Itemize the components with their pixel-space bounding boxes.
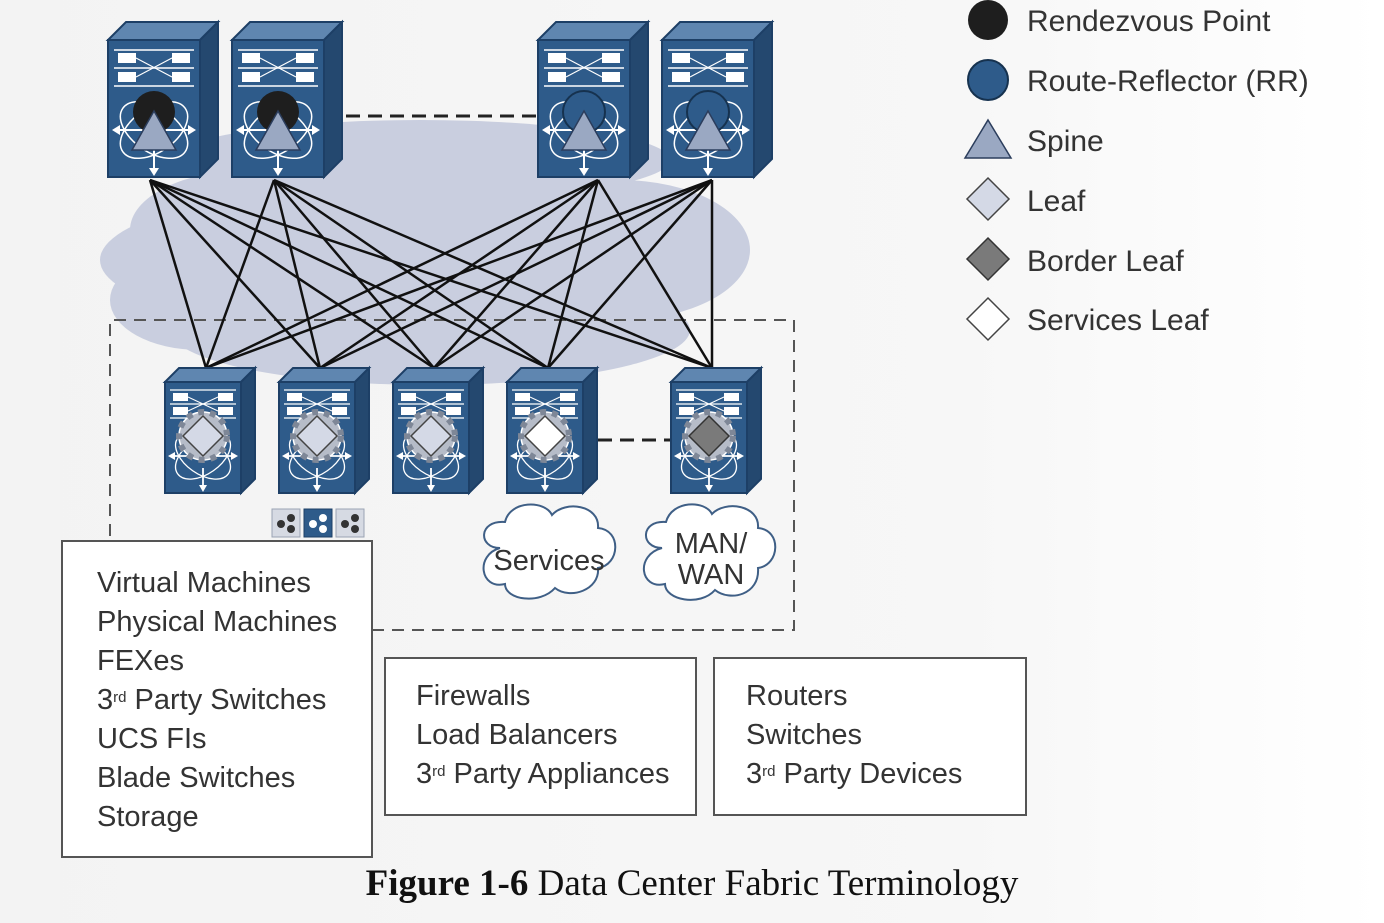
figure-number: Figure 1-6 [365,863,529,904]
services-line-load-balancers: Load Balancers [416,719,618,751]
services-third-text: Party Appliances [445,758,670,790]
vm-icons [271,508,365,538]
legend-label-leaf: Leaf [1027,185,1086,218]
leaf-domain-border [109,319,795,631]
hosts-third-sup: rd [113,689,127,706]
services-line-third-party-appliances: 3rd Party Appliances [416,755,695,794]
hosts-line-blade-switches: Blade Switches [97,762,296,794]
hosts-third-num: 3 [97,684,114,716]
legend: Rendezvous Point Route-Reflector (RR) Sp… [963,0,1309,342]
routing-line-third-party-devices: 3rd Party Devices [746,755,1025,794]
spine-switch-4 [662,22,772,177]
hosts-box: Virtual Machines Physical Machines FEXes… [61,540,373,858]
route-reflector-icon [967,59,1009,101]
hosts-line-virtual-machines: Virtual Machines [97,567,311,599]
spine-switch-1 [108,22,218,177]
hosts-line-third-party-switches: 3rd Party Switches [97,681,371,720]
routing-third-text: Party Devices [775,758,963,790]
hosts-third-text: Party Switches [126,684,327,716]
routing-line-routers: Routers [746,680,848,712]
wan-cloud-label-1: MAN/ [675,528,748,560]
routing-third-num: 3 [746,758,763,790]
hosts-line-storage: Storage [97,801,199,833]
legend-label-services-leaf: Services Leaf [1027,304,1209,337]
figure-caption: Figure 1-6 Data Center Fabric Terminolog… [0,862,1384,905]
services-leaf-switch [507,368,597,493]
services-third-sup: rd [432,763,446,780]
rendezvous-point-icon [968,0,1008,40]
border-leaf-icon [965,236,1011,282]
leaf-icon [965,176,1011,222]
services-line-firewalls: Firewalls [416,680,531,712]
figure-title: Data Center Fabric Terminology [528,863,1019,904]
spine-icon [963,118,1013,159]
legend-label-border-leaf: Border Leaf [1027,245,1184,278]
services-third-num: 3 [416,758,433,790]
hosts-line-physical-machines: Physical Machines [97,606,338,638]
hosts-line-fexes: FEXes [97,645,185,677]
leaf-switch-1 [165,368,255,493]
routing-line-switches: Switches [746,719,863,751]
spine-switch-3 [538,22,648,177]
legend-label-route-reflector: Route-Reflector (RR) [1027,65,1309,98]
routing-box: Routers Switches 3rd Party Devices [713,657,1027,816]
border-leaf-switch [671,368,761,493]
leaf-switch-3 [393,368,483,493]
spine-switch-2 [232,22,342,177]
hosts-line-ucs-fis: UCS FIs [97,723,207,755]
fabric-links [148,178,714,370]
legend-label-spine: Spine [1027,125,1104,158]
services-leaf-icon [965,296,1011,342]
wan-cloud-label-2: WAN [678,559,745,591]
services-box: Firewalls Load Balancers 3rd Party Appli… [384,657,697,816]
services-cloud-label: Services [493,545,604,577]
routing-third-sup: rd [762,763,776,780]
legend-label-rendezvous: Rendezvous Point [1027,5,1271,38]
services-cloud: Services [482,503,617,600]
leaf-switch-2 [279,368,369,493]
wan-cloud: MAN/ WAN [643,503,777,601]
